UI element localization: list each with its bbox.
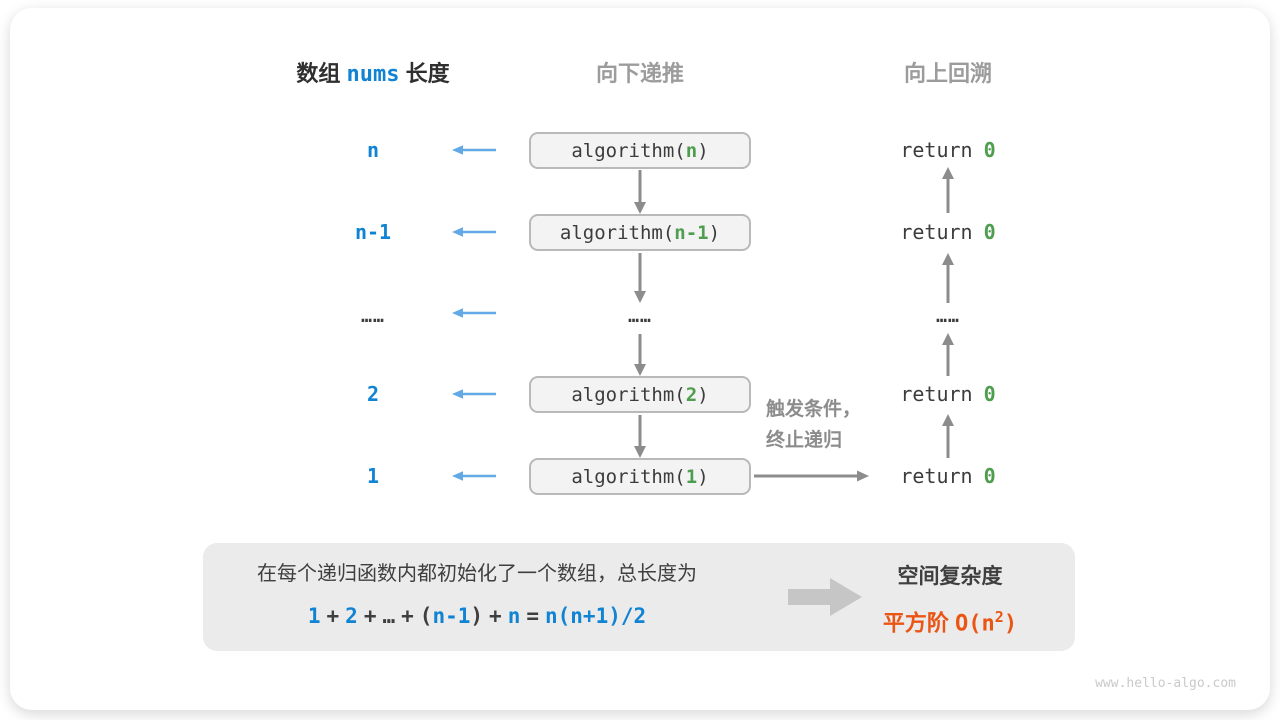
header-array-suffix: 长度 [399, 61, 450, 86]
left-arrow-icon [452, 145, 496, 155]
down-arrow-icon [634, 415, 646, 458]
watermark-url: www.hello-algo.com [1095, 676, 1236, 691]
call-param: n [685, 139, 698, 162]
call-box-n-1: algorithm(n-1) [529, 214, 751, 251]
call-text: algorithm( [571, 383, 686, 406]
return-value: 0 [983, 138, 996, 162]
left-arrow-icon [452, 389, 496, 399]
trigger-line-1: 触发条件， [766, 399, 862, 420]
space-complexity-title: 空间复杂度 [897, 565, 1003, 588]
up-arrow-icon [942, 414, 954, 458]
formula-term: 1 [307, 604, 321, 628]
length-label-n: n [366, 138, 380, 162]
formula-result: n(n+1)/2 [545, 604, 647, 628]
formula-operator: + [489, 604, 502, 628]
right-arrow-icon [754, 470, 869, 482]
call-box-n: algorithm(n) [529, 132, 751, 169]
trigger-line-2: 终止递归 [766, 430, 843, 451]
summary-formula: 1+2+…+(n-1)+n=n(n+1)/2 [228, 602, 726, 630]
ellipsis-left: …… [361, 306, 385, 327]
complexity-order-label: 平方阶 [882, 610, 956, 636]
formula-term: 2 [345, 604, 358, 628]
formula-operator: + [326, 604, 340, 628]
header-recurse-down: 向下递推 [595, 61, 684, 86]
return-value: 0 [983, 464, 996, 488]
call-text: ) [697, 139, 709, 162]
return-statement: return 0 [868, 220, 1028, 244]
return-keyword: return [900, 464, 973, 488]
big-right-arrow-icon [788, 578, 862, 616]
down-arrow-icon [634, 253, 646, 303]
header-backtrack-up: 向上回溯 [903, 61, 992, 86]
formula-operator: + [401, 604, 414, 628]
call-text: ) [697, 383, 709, 406]
return-value: 0 [983, 382, 996, 406]
call-text: algorithm( [559, 221, 675, 244]
call-box-1: algorithm(1) [529, 458, 751, 495]
summary-panel [203, 543, 1075, 651]
ellipsis-right: …… [936, 306, 960, 327]
length-label-n-1: n-1 [354, 220, 392, 244]
left-arrow-icon [452, 471, 496, 481]
up-arrow-icon [942, 333, 954, 376]
ellipsis-middle: …… [628, 306, 652, 327]
formula-operator: = [526, 604, 539, 628]
left-arrow-icon [452, 227, 496, 237]
formula-operator: + [363, 604, 377, 628]
formula-term: n-1 [432, 604, 471, 628]
complexity-notation-close: ) [1003, 611, 1018, 637]
header-nums-code: nums [346, 62, 400, 87]
call-box-2: algorithm(2) [529, 376, 751, 413]
summary-description: 在每个递归函数内都初始化了一个数组，总长度为 [257, 563, 697, 585]
up-arrow-icon [942, 167, 954, 213]
down-arrow-icon [634, 334, 646, 376]
call-text: ) [697, 465, 709, 488]
return-statement: return 0 [868, 138, 1028, 162]
formula-paren: ) [470, 604, 484, 628]
call-text: algorithm( [571, 139, 686, 162]
formula-paren: ( [419, 604, 433, 628]
down-arrow-icon [634, 170, 646, 214]
return-keyword: return [900, 382, 973, 406]
length-label-2: 2 [366, 382, 380, 406]
header-array-length: 数组 nums 长度 [253, 60, 493, 88]
call-text: ) [708, 221, 721, 244]
return-value: 0 [983, 220, 996, 244]
call-text: algorithm( [571, 465, 686, 488]
formula-ellipsis: … [382, 604, 396, 628]
return-keyword: return [900, 138, 973, 162]
return-keyword: return [900, 220, 973, 244]
trigger-annotation: 触发条件， 终止递归 [766, 394, 886, 456]
call-param: 2 [685, 383, 698, 406]
call-param: 1 [685, 465, 698, 488]
up-arrow-icon [942, 253, 954, 303]
return-statement: return 0 [868, 382, 1028, 406]
complexity-exponent: 2 [994, 608, 1004, 626]
complexity-notation: O(n [955, 611, 995, 637]
space-complexity-value: 平方阶 O(n2) [850, 602, 1050, 636]
header-array-prefix: 数组 [296, 61, 347, 86]
return-statement: return 0 [868, 464, 1028, 488]
formula-term: n [507, 604, 521, 628]
call-param: n-1 [674, 221, 709, 244]
left-arrow-icon [452, 308, 496, 318]
length-label-1: 1 [366, 464, 380, 488]
